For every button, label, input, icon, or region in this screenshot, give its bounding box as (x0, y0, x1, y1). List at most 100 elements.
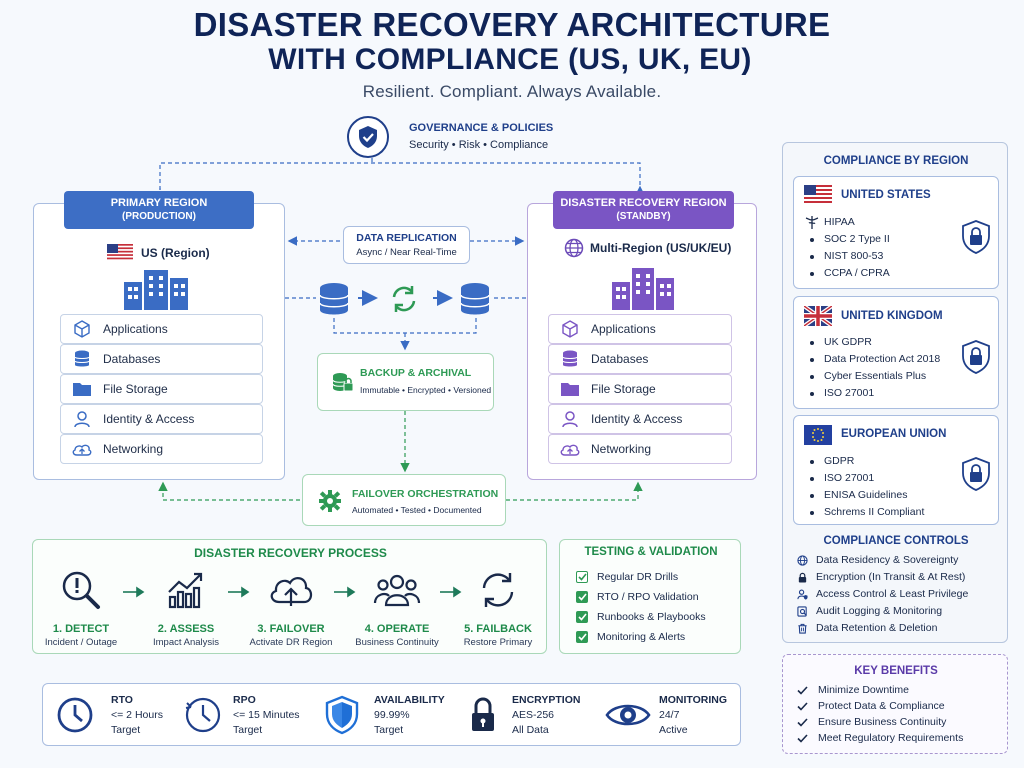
compliance-item: NIST 800-53 (824, 250, 884, 262)
benefit-label: Protect Data & Compliance (818, 700, 945, 712)
compliance-item: ISO 27001 (824, 387, 875, 399)
primary-item-label: Networking (103, 442, 164, 456)
shield-icon (325, 695, 359, 735)
dr-item-databases: Databases (548, 344, 732, 374)
bullet-icon (810, 341, 814, 345)
compliance-item: ENISA Guidelines (824, 489, 908, 501)
step-desc: Incident / Outage (44, 637, 118, 648)
chart-icon (168, 572, 203, 609)
test-item: Monitoring & Alerts (576, 631, 685, 643)
primary-item-identity: Identity & Access (60, 404, 263, 434)
dr-region-name: Multi-Region (US/UK/EU) (590, 241, 732, 255)
lock-icon (472, 697, 494, 731)
user-icon (549, 410, 591, 428)
step-desc: Impact Analysis (153, 637, 219, 648)
primary-item-label: Identity & Access (103, 412, 195, 426)
eu-flag-icon (804, 425, 832, 445)
process-step-assess: 2. ASSESS Impact Analysis (136, 570, 236, 648)
dr-item-networking: Networking (548, 434, 732, 464)
metric-value: 99.99% (374, 709, 410, 721)
failover-orchestration-box: FAILOVER ORCHESTRATION Automated • Teste… (302, 474, 506, 526)
metric-value: 24/7 (659, 709, 680, 721)
globe-icon (797, 554, 808, 566)
compliance-item: UK GDPR (824, 336, 872, 348)
process-step-failover: 3. FAILOVER Activate DR Region (241, 570, 341, 648)
folder-icon (61, 381, 103, 397)
lock-icon (798, 572, 807, 583)
step-name: 2. ASSESS (157, 623, 215, 635)
control-item: Encryption (In Transit & At Rest) (797, 571, 965, 583)
metric-note: Active (659, 724, 688, 736)
tagline: Resilient. Compliant. Always Available. (362, 82, 662, 101)
shield-lock-icon (962, 220, 990, 254)
primary-item-databases: Databases (60, 344, 263, 374)
check-icon (797, 701, 808, 711)
gear-icon (319, 490, 341, 512)
dr-item-file-storage: File Storage (548, 374, 732, 404)
region-name: UNITED KINGDOM (841, 310, 943, 322)
metric-label: ENCRYPTION (512, 694, 581, 706)
process-arrows (123, 586, 462, 598)
control-label: Data Retention & Deletion (816, 622, 938, 634)
dr-region-label: Multi-Region (US/UK/EU) (564, 238, 731, 258)
dr-header-line2: (STANDBY) (616, 211, 671, 222)
benefits-title: KEY BENEFITS (854, 665, 938, 677)
folder-icon (549, 381, 591, 397)
primary-item-label: File Storage (103, 382, 168, 396)
cloud-upload-icon (270, 577, 313, 606)
shield-lock-icon (962, 457, 990, 491)
region-name: EUROPEAN UNION (841, 428, 947, 440)
testing-title: TESTING & VALIDATION (584, 546, 718, 558)
compliance-title: COMPLIANCE BY REGION (823, 155, 969, 167)
benefit-item: Ensure Business Continuity (797, 716, 946, 728)
bullet-icon (810, 255, 814, 259)
metric-note: Target (374, 724, 404, 736)
test-item: RTO / RPO Validation (576, 591, 699, 603)
metric-label: RPO (233, 694, 256, 706)
replication-title: DATA REPLICATION (356, 232, 457, 244)
primary-header-line2: (PRODUCTION) (122, 211, 196, 222)
buildings-icon (612, 268, 674, 310)
key-benefits-panel: KEY BENEFITS Minimize Downtime Protect D… (782, 654, 1008, 754)
metric-note: All Data (512, 724, 549, 736)
benefit-label: Ensure Business Continuity (818, 716, 947, 728)
compliance-item: ISO 27001 (824, 472, 875, 484)
test-item: Regular DR Drills (576, 571, 678, 583)
benefit-item: Protect Data & Compliance (797, 700, 945, 712)
checkbox-icon (576, 611, 588, 623)
cube-icon (61, 320, 103, 338)
metric-note: Target (233, 724, 263, 736)
us-flag-icon (107, 244, 133, 261)
cloud-network-icon (61, 441, 103, 457)
control-label: Encryption (In Transit & At Rest) (816, 571, 966, 583)
metric-availability: AVAILABILITY 99.99% Target (324, 687, 445, 743)
shield-check-icon (347, 116, 389, 158)
process-title: DISASTER RECOVERY PROCESS (194, 546, 387, 560)
benefit-item: Meet Regulatory Requirements (797, 732, 963, 744)
metric-label: AVAILABILITY (374, 694, 445, 706)
dr-item-label: Databases (591, 352, 649, 366)
step-name: 5. FAILBACK (464, 623, 532, 635)
database-icon (319, 283, 349, 315)
bullet-icon (810, 272, 814, 276)
benefit-label: Meet Regulatory Requirements (818, 732, 964, 744)
governance-title: GOVERNANCE & POLICIES (409, 122, 554, 134)
benefit-item: Minimize Downtime (797, 684, 909, 696)
primary-header-line1: PRIMARY REGION (110, 197, 208, 209)
control-label: Data Residency & Sovereignty (816, 554, 959, 566)
data-replication-box: DATA REPLICATION Async / Near Real-Time (343, 226, 470, 264)
region-card-eu: EUROPEAN UNION GDPR ISO 27001 ENISA Guid… (793, 415, 999, 525)
check-icon (797, 733, 808, 743)
audit-search-icon (797, 605, 807, 617)
archive-coins-icon (332, 373, 354, 392)
backup-title: BACKUP & ARCHIVAL (360, 367, 472, 379)
bullet-icon (810, 392, 814, 396)
dr-item-label: Applications (591, 322, 656, 336)
page-title: DISASTER RECOVERY ARCHITECTURE (193, 6, 831, 43)
dr-process-panel: DISASTER RECOVERY PROCESS 1. DETECT Inci… (32, 539, 547, 654)
bullet-icon (810, 358, 814, 362)
bullet-icon (810, 375, 814, 379)
